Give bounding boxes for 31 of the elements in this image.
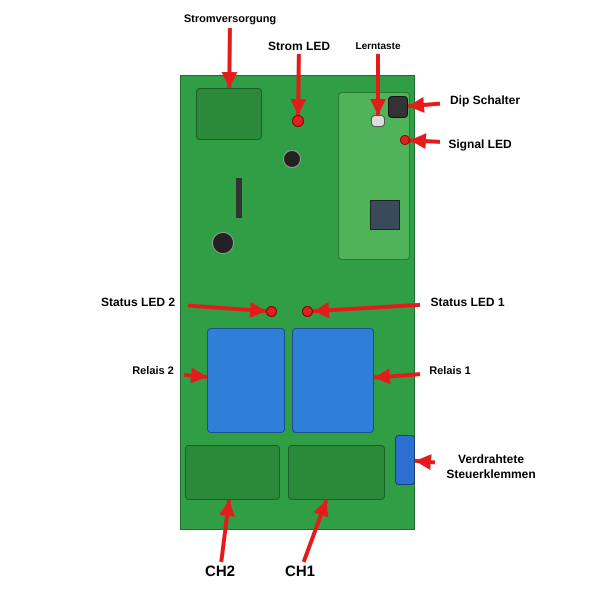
- terminal-block: [185, 445, 280, 500]
- callout-label: Relais 1: [420, 364, 480, 380]
- arrow: [184, 368, 208, 384]
- callout-label: Signal LED: [440, 136, 520, 152]
- callout-label: Stromversorgung: [170, 12, 290, 28]
- arrow: [221, 28, 238, 88]
- callout-label: CH1: [276, 562, 324, 582]
- push-button: [371, 115, 385, 127]
- relay: [207, 328, 285, 433]
- callout-label: Verdrahtete Steuerklemmen: [435, 450, 547, 484]
- arrow: [312, 302, 420, 318]
- arrow: [370, 54, 386, 115]
- arrow: [302, 499, 328, 563]
- callout-label: Status LED 1: [420, 294, 515, 310]
- arrow: [188, 302, 266, 318]
- callout-label: Status LED 2: [88, 294, 188, 310]
- terminal-block: [288, 445, 385, 500]
- terminal-block: [196, 88, 262, 140]
- arrow: [414, 454, 436, 470]
- callout-label: Relais 2: [122, 364, 184, 380]
- arrow: [219, 500, 235, 562]
- dip-switch: [388, 96, 408, 118]
- terminal-block: [395, 435, 415, 485]
- arrow: [410, 133, 440, 150]
- arrow: [290, 54, 306, 116]
- arrow: [374, 368, 420, 384]
- relay: [292, 328, 374, 433]
- callout-label: Lerntaste: [348, 40, 408, 54]
- callout-label: Strom LED: [262, 38, 336, 54]
- callout-label: Dip Schalter: [440, 92, 530, 108]
- callout-label: CH2: [196, 562, 244, 582]
